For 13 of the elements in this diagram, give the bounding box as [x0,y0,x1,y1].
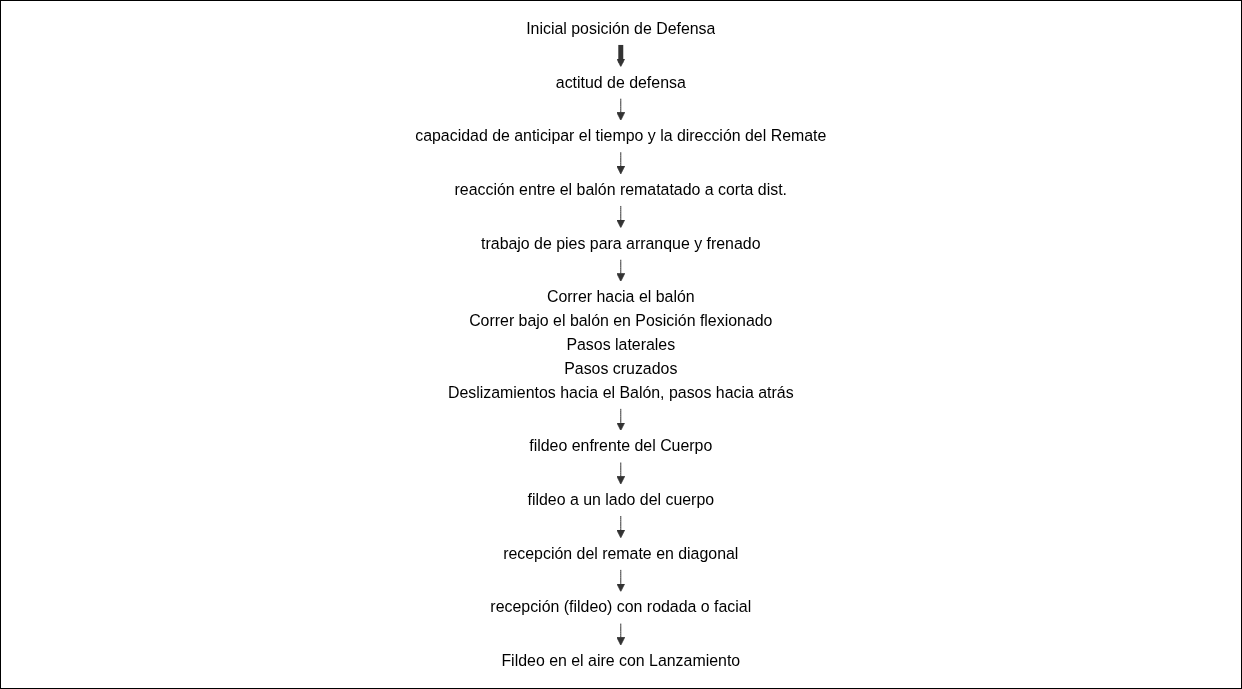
node-text: fildeo a un lado del cuerpo [527,490,715,508]
node-text: recepción (fildeo) con rodada o facial [490,598,752,615]
arrow [616,43,626,67]
node-text: Correr hacia el balón Correr bajo el balón en Posición flexionado Pasos laterales Pasos cruzados Deslizamientos hacia el Balón, pasos hacia atrás [448,287,794,401]
node-text: trabajo de pies para arranque y frenado [481,234,761,252]
node-text: Inicial posición de Defensa [526,19,716,37]
node-text: reacción entre el balón rematatado a corta dist. [454,180,788,198]
node-text: fildeo enfrente del Cuerpo [529,436,713,454]
node-text: capacidad de anticipar el tiempo y la dirección del Remate [415,126,827,144]
node-text: recepción del remate en diagonal [503,544,739,562]
node-text: actitud de defensa [556,73,686,90]
arrow [616,204,626,228]
node-text: Fildeo en el aire con Lanzamiento [501,651,741,669]
